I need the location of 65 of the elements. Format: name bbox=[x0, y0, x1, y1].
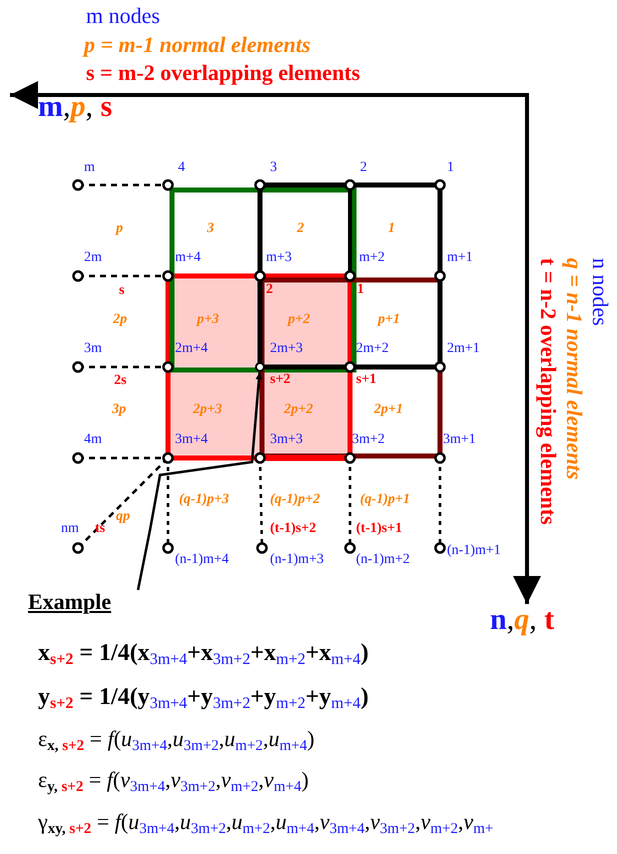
axis-label: n,q, t bbox=[490, 603, 554, 636]
pointer-arrow bbox=[136, 372, 262, 590]
node-number: nm bbox=[61, 521, 79, 536]
node-number: (n-1)m+4 bbox=[175, 552, 229, 568]
node-number: 3 bbox=[270, 160, 277, 176]
node-number: m+3 bbox=[266, 250, 292, 266]
element-number: (q-1)p+2 bbox=[270, 492, 320, 508]
element-number: p+2 bbox=[288, 312, 310, 328]
node-number: 4m bbox=[84, 432, 102, 448]
element-number: p bbox=[116, 221, 123, 236]
legend-note: m nodes bbox=[86, 4, 160, 28]
legend-note: q = n-1 normal elements bbox=[562, 258, 586, 480]
node-number: (n-1)m+1 bbox=[447, 543, 501, 558]
node-number: 2 bbox=[360, 160, 367, 176]
formula: y$_{s+2}$ = 1/4(y$_{3m+4}$+y$_{3m+2}$+y$_{m+2}$+y$_{m+4}$) bbox=[38, 684, 369, 713]
element-number: 2 bbox=[266, 282, 273, 298]
element-number: 2s bbox=[114, 373, 126, 388]
node-number: 3m+3 bbox=[270, 432, 303, 448]
element-number: 1 bbox=[357, 282, 364, 298]
element-number: (t-1)s+1 bbox=[356, 521, 402, 536]
node-number: 3m+1 bbox=[443, 432, 476, 448]
legend-note: n nodes bbox=[588, 258, 612, 326]
node-number: m+1 bbox=[447, 250, 473, 266]
formula: γ$_{xy,}$ $_{s+2}$ = f(u$_{3m+4}$,u$_{3m+2}$,u$_{m+2}$,u$_{m+4}$,v$_{3m+4}$,v$_{3m+2}$,v$_{m+2}$,v$_{m+}$ bbox=[38, 810, 494, 838]
formula: ε$_{y,}$ $_{s+2}$ = f(v$_{3m+4}$,v$_{3m+2}$,v$_{m+2}$,v$_{m+4}$) bbox=[38, 768, 309, 796]
formula: x$_{s+2}$ = 1/4(x$_{3m+4}$+x$_{3m+2}$+x$_{m+2}$+x$_{m+4}$) bbox=[38, 640, 369, 669]
element-number: 1 bbox=[388, 221, 395, 236]
element-number: s+2 bbox=[270, 372, 290, 388]
node-number: 3m+4 bbox=[175, 432, 208, 448]
element-number: 2p bbox=[113, 312, 127, 328]
node-number: (n-1)m+3 bbox=[270, 552, 324, 568]
node-number: 2m bbox=[84, 250, 102, 266]
element-number: 2p+3 bbox=[193, 402, 222, 418]
example-heading: Example bbox=[28, 590, 112, 614]
element-number: p+3 bbox=[197, 312, 219, 328]
legend-note: s = m-2 overlapping elements bbox=[86, 61, 360, 86]
element-number: s+1 bbox=[356, 372, 376, 388]
element-number: s bbox=[119, 283, 124, 298]
element-number: p+1 bbox=[378, 312, 400, 328]
node-number: 1 bbox=[447, 160, 454, 176]
element-number: 3p bbox=[112, 402, 126, 418]
node-number: m+2 bbox=[359, 250, 385, 266]
element-number: (q-1)p+3 bbox=[179, 492, 229, 508]
node-number: 3m+2 bbox=[352, 432, 385, 448]
element-number: 2p+1 bbox=[374, 402, 403, 418]
node-number: 2m+2 bbox=[356, 341, 389, 356]
element-number: 2 bbox=[297, 221, 304, 236]
element-number: 3 bbox=[207, 221, 214, 236]
node-number: m+4 bbox=[175, 250, 201, 266]
axis-label: m,p, s bbox=[38, 90, 112, 123]
element-number: (q-1)p+1 bbox=[360, 492, 410, 508]
element-number: (t-1)s+2 bbox=[270, 521, 316, 536]
legend-note: t = n-2 overlapping elements bbox=[536, 258, 560, 525]
element-number: qp bbox=[116, 509, 130, 524]
node-number: 4 bbox=[178, 160, 185, 176]
node-number: 2m+3 bbox=[270, 341, 303, 356]
element-number: 2p+2 bbox=[284, 402, 313, 418]
node-number: (n-1)m+2 bbox=[356, 552, 410, 568]
node-number: 2m+4 bbox=[175, 341, 208, 356]
element-number: ts bbox=[95, 521, 106, 536]
node-number: 2m+1 bbox=[447, 341, 480, 356]
legend-note: p = m-1 normal elements bbox=[84, 33, 310, 58]
formula: ε$_{x,}$ $_{s+2}$ = f(u$_{3m+4}$,u$_{3m+2}$,u$_{m+2}$,u$_{m+4}$) bbox=[38, 727, 314, 754]
node-number: m bbox=[84, 160, 95, 176]
node-number: 3m bbox=[84, 341, 102, 356]
